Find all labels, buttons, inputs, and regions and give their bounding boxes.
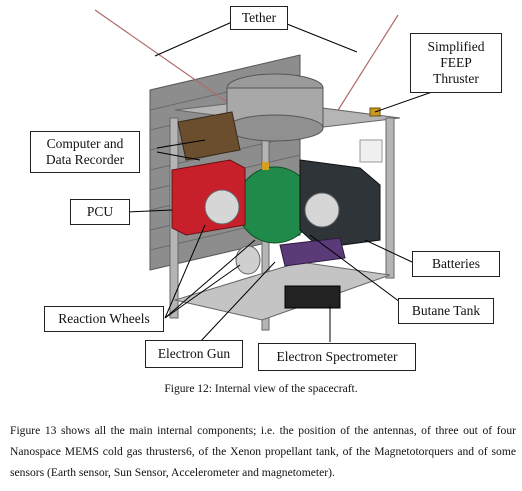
body-paragraph: Figure 13 shows all the main internal co…: [10, 424, 516, 479]
reaction-wheel: [204, 189, 240, 225]
spacecraft-figure: Tether Simplified FEEP Thruster Computer…: [30, 6, 502, 371]
figure-caption: Figure 12: Internal view of the spacecra…: [164, 383, 358, 395]
computer-unit: [177, 111, 241, 161]
tether-line: [94, 9, 251, 119]
label-butane-tank: Butane Tank: [398, 298, 494, 324]
label-pcu: PCU: [70, 199, 130, 225]
circuit-board: [279, 237, 346, 267]
label-computer-data-recorder: Computer and Data Recorder: [30, 131, 140, 173]
label-reaction-wheels: Reaction Wheels: [44, 306, 164, 332]
label-tether: Tether: [230, 6, 288, 30]
label-electron-gun: Electron Gun: [145, 340, 243, 368]
reaction-wheel: [304, 192, 340, 228]
label-batteries: Batteries: [412, 251, 500, 277]
tether-line: [334, 14, 399, 116]
label-feep-thruster: Simplified FEEP Thruster: [410, 33, 502, 93]
label-electron-spectrometer: Electron Spectrometer: [258, 343, 416, 371]
spacecraft-illustration: [94, 9, 433, 343]
reaction-wheel: [235, 245, 261, 275]
electron-spectrometer-unit: [284, 285, 341, 309]
